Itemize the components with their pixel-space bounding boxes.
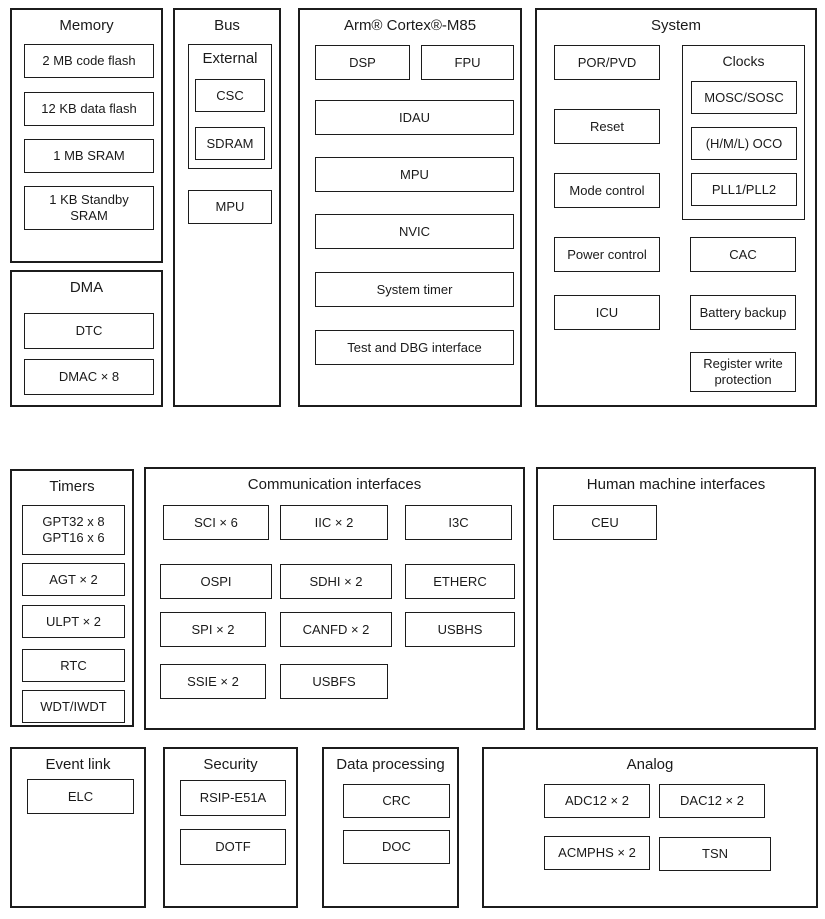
gpt16-label: GPT16 x 6 (42, 530, 105, 545)
block-bus-mpu: MPU (188, 190, 272, 224)
group-communication-interfaces-title: Communication interfaces (247, 476, 422, 493)
block-icu: ICU (554, 295, 660, 330)
block-usbhs: USBHS (405, 612, 515, 647)
block-sci: SCI × 6 (163, 505, 269, 540)
block-dsp: DSP (315, 45, 410, 80)
block-mode-control: Mode control (554, 173, 660, 208)
group-event-link: Event link ELC (10, 747, 146, 908)
group-cortex-m85-title: Arm® Cortex®-M85 (343, 17, 477, 34)
subgroup-external-bus: External CSC SDRAM (188, 44, 272, 169)
group-security: Security RSIP-E51A DOTF (163, 747, 298, 908)
block-nvic: NVIC (315, 214, 514, 249)
group-cortex-m85: Arm® Cortex®-M85 DSP FPU IDAU MPU NVIC S… (298, 8, 522, 407)
block-iic: IIC × 2 (280, 505, 388, 540)
block-spi: SPI × 2 (160, 612, 266, 647)
block-adc12: ADC12 × 2 (544, 784, 650, 818)
group-human-machine-interfaces-title: Human machine interfaces (586, 476, 766, 493)
group-bus-title: Bus (214, 17, 240, 34)
block-cac: CAC (690, 237, 796, 272)
group-system-title: System (650, 17, 701, 34)
block-usbfs: USBFS (280, 664, 388, 699)
group-analog-title: Analog (626, 756, 674, 773)
block-sram: 1 MB SRAM (24, 139, 154, 173)
block-i3c: I3C (405, 505, 512, 540)
block-etherc: ETHERC (405, 564, 515, 599)
group-human-machine-interfaces: Human machine interfaces CEU (536, 467, 816, 730)
block-gpt: GPT32 x 8 GPT16 x 6 (22, 505, 125, 555)
block-register-write-protection: Register write protection (690, 352, 796, 392)
block-dmac: DMAC × 8 (24, 359, 154, 395)
group-data-processing: Data processing CRC DOC (322, 747, 459, 908)
block-dtc: DTC (24, 313, 154, 349)
group-system: System POR/PVD Reset Mode control Power … (535, 8, 817, 407)
block-test-dbg-interface: Test and DBG interface (315, 330, 514, 365)
block-fpu: FPU (421, 45, 514, 80)
block-code-flash: 2 MB code flash (24, 44, 154, 78)
block-dotf: DOTF (180, 829, 286, 865)
group-dma-title: DMA (69, 279, 104, 296)
group-analog: Analog ADC12 × 2 DAC12 × 2 ACMPHS × 2 TS… (482, 747, 818, 908)
block-csc: CSC (195, 79, 265, 112)
block-ospi: OSPI (160, 564, 272, 599)
block-cortex-mpu: MPU (315, 157, 514, 192)
block-wdt-iwdt: WDT/IWDT (22, 690, 125, 723)
group-communication-interfaces: Communication interfaces SCI × 6 IIC × 2… (144, 467, 525, 730)
block-sdram: SDRAM (195, 127, 265, 160)
block-standby-sram: 1 KB Standby SRAM (24, 186, 154, 230)
group-data-processing-title: Data processing (336, 756, 445, 773)
block-dac12: DAC12 × 2 (659, 784, 765, 818)
block-reset: Reset (554, 109, 660, 144)
block-data-flash: 12 KB data flash (24, 92, 154, 126)
block-pll1-pll2: PLL1/PLL2 (691, 173, 797, 206)
group-timers-title: Timers (49, 478, 95, 495)
group-memory-title: Memory (59, 17, 114, 34)
group-memory: Memory 2 MB code flash 12 KB data flash … (10, 8, 163, 263)
gpt32-label: GPT32 x 8 (42, 514, 105, 529)
block-system-timer: System timer (315, 272, 514, 307)
block-crc: CRC (343, 784, 450, 818)
block-sdhi: SDHI × 2 (280, 564, 392, 599)
block-battery-backup: Battery backup (690, 295, 796, 330)
block-tsn: TSN (659, 837, 771, 871)
block-elc: ELC (27, 779, 134, 814)
block-ceu: CEU (553, 505, 657, 540)
subgroup-external-bus-title: External (202, 50, 258, 67)
group-timers: Timers GPT32 x 8 GPT16 x 6 AGT × 2 ULPT … (10, 469, 134, 727)
block-rsip-e51a: RSIP-E51A (180, 780, 286, 816)
block-canfd: CANFD × 2 (280, 612, 392, 647)
block-rtc: RTC (22, 649, 125, 682)
block-acmphs: ACMPHS × 2 (544, 836, 650, 870)
block-ssie: SSIE × 2 (160, 664, 266, 699)
subgroup-clocks-title: Clocks (722, 53, 765, 69)
block-hml-oco: (H/M/L) OCO (691, 127, 797, 160)
group-dma: DMA DTC DMAC × 8 (10, 270, 163, 407)
group-event-link-title: Event link (45, 756, 111, 773)
block-por-pvd: POR/PVD (554, 45, 660, 80)
block-idau: IDAU (315, 100, 514, 135)
block-power-control: Power control (554, 237, 660, 272)
block-doc: DOC (343, 830, 450, 864)
block-mosc-sosc: MOSC/SOSC (691, 81, 797, 114)
group-security-title: Security (203, 756, 258, 773)
block-ulpt: ULPT × 2 (22, 605, 125, 638)
block-agt: AGT × 2 (22, 563, 125, 596)
group-bus: Bus External CSC SDRAM MPU (173, 8, 281, 407)
subgroup-clocks: Clocks MOSC/SOSC (H/M/L) OCO PLL1/PLL2 (682, 45, 805, 220)
